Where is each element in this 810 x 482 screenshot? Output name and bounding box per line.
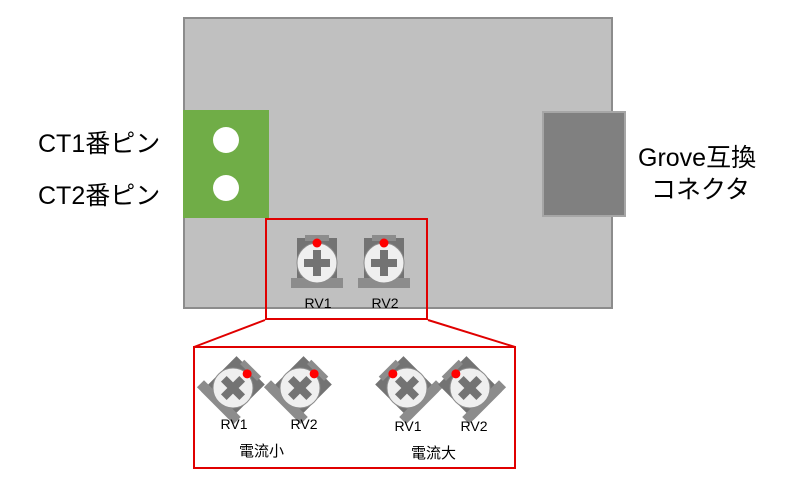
high-current-rv2-label: RV2	[460, 418, 488, 434]
cross-slot	[313, 250, 321, 276]
pot-body	[378, 359, 400, 381]
high-current-caption: 電流大	[411, 445, 457, 462]
low-current-caption: 電流小	[239, 443, 285, 460]
grove-label-line2: コネクタ	[651, 176, 751, 204]
zoom-line-left	[193, 319, 266, 348]
cross-slot	[220, 375, 246, 401]
pot-body	[307, 359, 329, 381]
potentiometer-graphic	[263, 356, 332, 425]
pot-body	[441, 359, 463, 381]
detail-box	[193, 346, 516, 469]
cross-slot	[287, 375, 313, 401]
low-current-pot-rv2	[263, 356, 332, 425]
pot-body	[305, 235, 329, 241]
grove-connector	[542, 111, 626, 217]
ct1-pin-hole	[213, 127, 239, 153]
high-current-pot-rv1	[375, 356, 444, 425]
zoom-line-right	[427, 319, 516, 348]
cross-slot	[380, 250, 388, 276]
board-pot-rv1	[286, 232, 348, 294]
potentiometer-graphic	[358, 235, 410, 288]
indicator-dot	[312, 238, 322, 248]
indicator-dot	[379, 238, 389, 248]
ct1-pin-label: CT1番ピン	[38, 130, 161, 158]
cross-slot	[457, 375, 483, 401]
low-current-pot-rv1	[196, 356, 265, 425]
low-current-rv1-label: RV1	[220, 416, 248, 432]
pot-highlight-box	[265, 218, 428, 320]
pot-body	[372, 235, 396, 241]
indicator-dot	[451, 369, 461, 379]
potentiometer-graphic	[196, 356, 265, 425]
potentiometer-graphic	[438, 356, 507, 425]
ct2-pin-label: CT2番ピン	[38, 182, 161, 210]
indicator-dot	[309, 369, 319, 379]
low-current-rv2-label: RV2	[290, 416, 318, 432]
indicator-dot	[242, 369, 252, 379]
high-current-rv1-label: RV1	[394, 418, 422, 434]
potentiometer-graphic	[291, 235, 343, 288]
indicator-dot	[388, 369, 398, 379]
potentiometer-graphic	[375, 356, 444, 425]
high-current-pot-rv2	[438, 356, 507, 425]
cross-slot	[394, 375, 420, 401]
board-pot-rv2	[353, 232, 415, 294]
ct2-pin-hole	[213, 175, 239, 201]
board-pot-rv1-label: RV1	[304, 295, 332, 311]
board-pot-rv2-label: RV2	[371, 295, 399, 311]
grove-label-line1: Grove互換	[638, 144, 757, 172]
ct-terminal-block	[183, 110, 269, 218]
pot-body	[240, 359, 262, 381]
